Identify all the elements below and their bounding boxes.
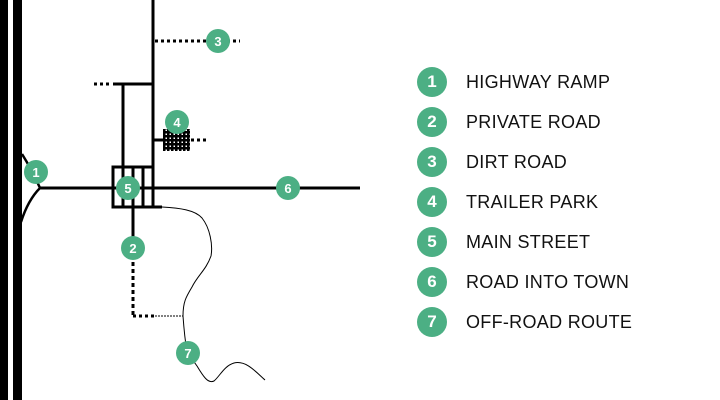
legend-item-trailer-park: 4 TRAILER PARK xyxy=(417,182,632,222)
legend-number: 1 xyxy=(417,67,447,97)
svg-text:1: 1 xyxy=(32,165,39,180)
marker-1: 1 xyxy=(24,160,48,184)
legend-label: DIRT ROAD xyxy=(466,151,568,172)
legend-item-off-road-route: 7 OFF-ROAD ROUTE xyxy=(417,302,632,342)
svg-text:7: 7 xyxy=(184,346,191,361)
svg-text:6: 6 xyxy=(284,181,291,196)
legend-label: HIGHWAY RAMP xyxy=(466,71,611,92)
map-markers: 1 2 3 4 5 6 7 xyxy=(24,29,300,365)
legend-item-main-street: 5 MAIN STREET xyxy=(417,222,632,262)
private-road xyxy=(131,207,183,318)
marker-2: 2 xyxy=(121,236,145,260)
legend-item-road-into-town: 6 ROAD INTO TOWN xyxy=(417,262,632,302)
legend-label: ROAD INTO TOWN xyxy=(466,271,630,292)
legend-item-private-road: 2 PRIVATE ROAD xyxy=(417,102,632,142)
legend-number: 4 xyxy=(417,187,447,217)
legend-label: MAIN STREET xyxy=(466,231,591,252)
legend-item-dirt-road: 3 DIRT ROAD xyxy=(417,142,632,182)
marker-5: 5 xyxy=(116,176,140,200)
svg-text:5: 5 xyxy=(124,181,131,196)
marker-3: 3 xyxy=(206,29,230,53)
legend-item-highway-ramp: 1 HIGHWAY RAMP xyxy=(417,62,632,102)
legend-number: 5 xyxy=(417,227,447,257)
marker-6: 6 xyxy=(276,176,300,200)
svg-text:2: 2 xyxy=(129,241,136,256)
legend-number: 2 xyxy=(417,107,447,137)
highway xyxy=(0,0,22,400)
svg-text:4: 4 xyxy=(173,115,181,130)
legend: 1 HIGHWAY RAMP 2 PRIVATE ROAD 3 DIRT ROAD 4… xyxy=(417,62,632,342)
legend-label: PRIVATE ROAD xyxy=(466,111,601,132)
legend-number: 3 xyxy=(417,147,447,177)
legend-label: TRAILER PARK xyxy=(466,191,599,212)
marker-4: 4 xyxy=(165,110,189,134)
marker-7: 7 xyxy=(176,341,200,365)
legend-label: OFF-ROAD ROUTE xyxy=(466,311,633,332)
svg-text:3: 3 xyxy=(214,34,221,49)
legend-number: 6 xyxy=(417,267,447,297)
trailer-park xyxy=(153,129,206,151)
legend-number: 7 xyxy=(417,307,447,337)
off-road-route xyxy=(161,206,266,383)
